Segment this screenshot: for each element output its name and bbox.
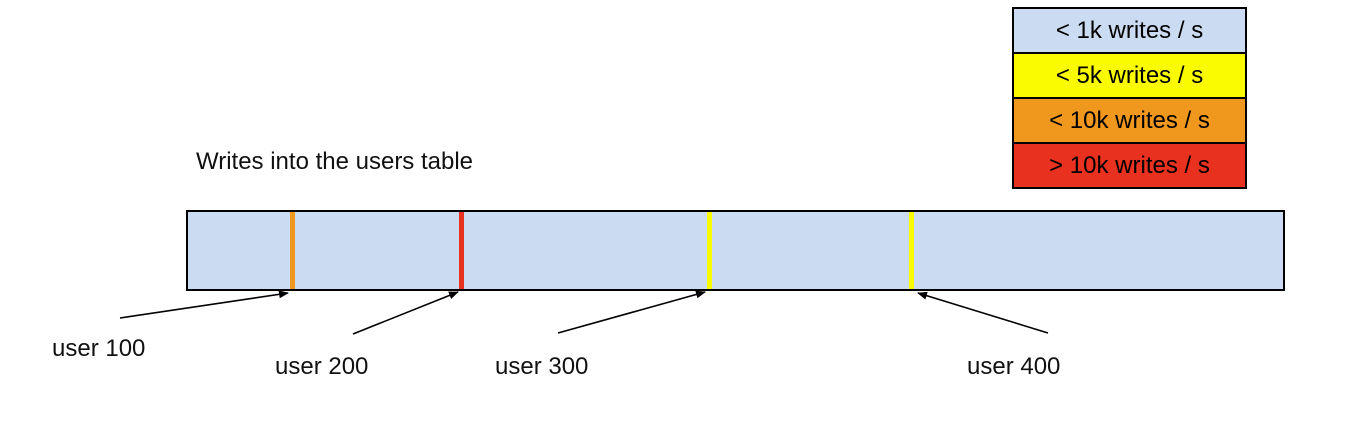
- users-table-bar: [186, 210, 1285, 291]
- legend: < 1k writes / s < 5k writes / s < 10k wr…: [1012, 7, 1247, 189]
- legend-item-gt-10k: > 10k writes / s: [1014, 142, 1245, 187]
- hotspot-stripe-user-400: [909, 212, 914, 289]
- legend-item-lt-5k: < 5k writes / s: [1014, 52, 1245, 97]
- legend-item-lt-1k: < 1k writes / s: [1014, 9, 1245, 52]
- hotspot-stripe-user-300: [707, 212, 712, 289]
- hotspot-stripe-user-200: [459, 212, 464, 289]
- arrow-user-400-icon: [917, 291, 1049, 334]
- label-user-100: user 100: [52, 335, 146, 362]
- label-user-200: user 200: [275, 353, 369, 380]
- arrow-user-100-icon: [119, 290, 289, 319]
- arrow-user-200-icon: [352, 291, 459, 335]
- arrow-user-300-icon: [557, 290, 706, 334]
- diagram-title: Writes into the users table: [196, 148, 474, 175]
- legend-item-lt-10k: < 10k writes / s: [1014, 97, 1245, 142]
- hotspot-stripe-user-100: [290, 212, 295, 289]
- label-user-300: user 300: [495, 353, 589, 380]
- label-user-400: user 400: [967, 353, 1061, 380]
